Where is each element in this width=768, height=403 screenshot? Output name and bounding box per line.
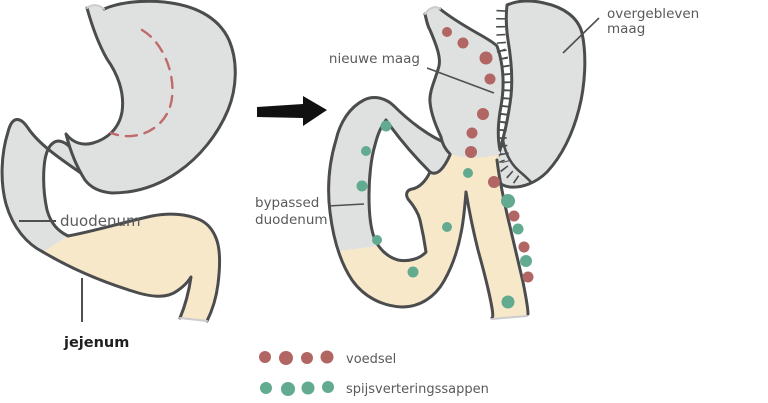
dot [407,266,419,278]
overgebleven-maag-label-line1: overgebleven [607,6,699,22]
dot [501,295,515,309]
esophagus-cut-edge [86,4,105,10]
pre-op-stomach-figure [0,0,237,323]
dot [465,146,477,158]
dot [501,194,515,208]
jejenum-label: jejenum [63,335,129,351]
pouch-outline-right [438,7,505,152]
legend-sappen-dots [260,381,334,396]
dot [301,352,313,364]
bypassed-duodenum-label-line2: duodenum [255,212,328,228]
jejunum-cut-edge [179,317,208,322]
bypassed-duodenum-gray-section [328,97,450,251]
legend-sappen-label: spijsverteringssappen [346,382,489,397]
dot [322,381,334,393]
stomach-body-shape [66,1,236,193]
dot [380,120,392,132]
roux-limb-cut-edge [491,315,528,320]
dot [522,271,534,283]
transition-arrow-icon [257,96,327,126]
voedsel-dots [442,27,534,283]
dot [442,27,452,37]
roux-limb-right-edge [495,158,530,316]
nieuwe-maag-label: nieuwe maag [329,51,420,67]
tube-outline-outer [0,118,193,320]
dot [442,222,452,232]
gray-wedge-lower-edge [428,153,452,175]
legend: voedsel spijsverteringssappen [259,350,489,397]
dot [479,51,493,65]
dot [356,180,368,192]
dot [463,168,473,178]
tube-outline-inner [42,139,222,323]
dot [361,146,371,156]
post-op-figure [327,0,587,320]
duodenum-label: duodenum [60,212,141,230]
legend-voedsel-dots [259,350,334,365]
dot [279,351,293,365]
dot [518,241,530,253]
remnant-antrum-fold [501,138,533,184]
dot [259,351,271,363]
dot [512,223,524,235]
dot [260,382,272,394]
dot [508,210,520,222]
bypassed-duodenum-label-line1: bypassed [255,195,319,211]
dot [477,108,489,120]
dot [372,235,382,245]
loop-outline-hole [367,118,432,263]
stomach-outline [64,0,237,195]
remnant-stomach-shape [490,0,587,189]
dot [301,381,315,395]
pouch-outline-left [423,12,452,156]
dot [488,176,500,188]
dot [281,382,295,396]
pouch-cut-edge [424,6,441,15]
staple-ticks-pouch [496,48,511,164]
dot [457,37,469,49]
jejunum-tube-shape [2,119,220,321]
duodenum-gray-section [2,119,88,252]
dot [520,255,532,267]
overgebleven-maag-label-line2: maag [607,21,645,37]
dot [484,73,496,85]
loop-outline-outer [327,96,468,309]
dot [466,127,478,139]
legend-voedsel-label: voedsel [346,352,396,367]
nieuwe-maag-leader-line [426,67,495,94]
roux-limb-left-edge [464,190,495,320]
sappen-dots [356,120,532,309]
incision-dashed-line [109,28,174,138]
overgebleven-maag-leader-line [562,17,600,54]
bypassed-duodenum-leader-line [327,203,365,207]
dot [320,350,334,364]
